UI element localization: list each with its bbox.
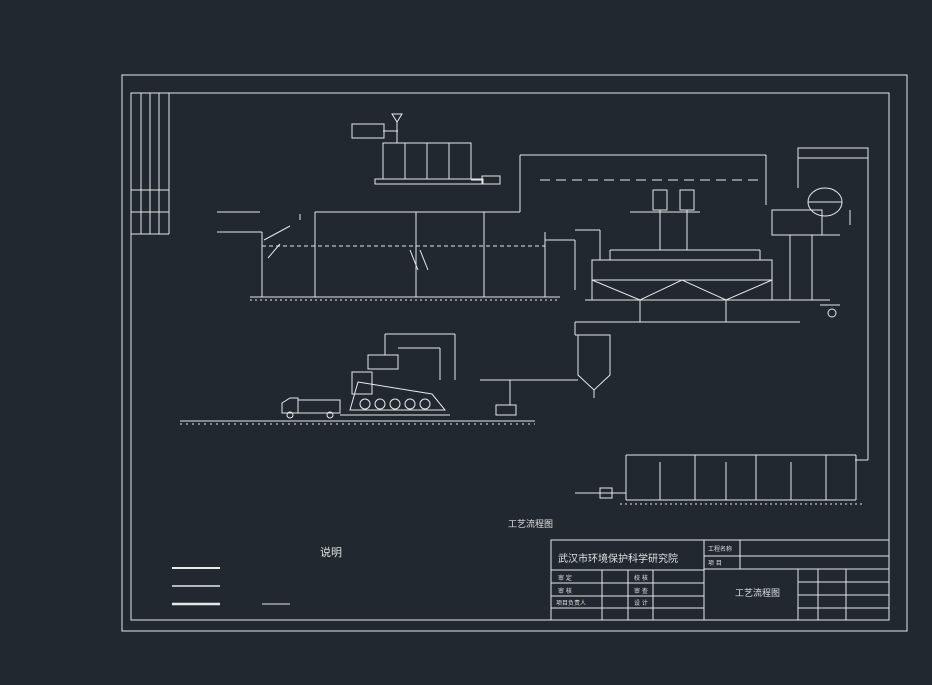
tb-design-label: 设 计 <box>634 599 648 607</box>
revision-strip <box>131 93 170 235</box>
notes-heading: 说明 <box>320 545 342 559</box>
filter-tank <box>574 189 800 336</box>
tb-review-label: 审 核 <box>558 587 572 595</box>
bio-tank <box>575 454 862 505</box>
dosing-tanks <box>351 113 501 185</box>
title-block <box>550 539 890 621</box>
drawing-title: 工艺流程图 <box>508 518 553 530</box>
tb-check-label: 校 核 <box>634 574 648 582</box>
transfer-pipes <box>484 154 767 290</box>
tb-item-label: 项 目 <box>708 560 722 567</box>
sludge-truck <box>281 397 341 419</box>
inner-border <box>130 92 890 621</box>
filter-press <box>340 333 517 416</box>
outer-border <box>121 74 908 632</box>
tb-verify-label: 审 查 <box>634 587 648 595</box>
institute-name: 武汉市环境保护科学研究院 <box>558 552 678 565</box>
regulating-tank <box>217 211 560 301</box>
sludge-hopper <box>480 334 611 398</box>
sheet-title: 工艺流程图 <box>735 587 780 599</box>
clear-water-tank <box>771 147 869 461</box>
tb-reviewed-label: 审 定 <box>558 574 572 582</box>
legend <box>172 567 290 606</box>
tb-project-lead-label: 项目负责人 <box>556 599 586 607</box>
tb-project-name-label: 工程名称 <box>708 545 732 553</box>
